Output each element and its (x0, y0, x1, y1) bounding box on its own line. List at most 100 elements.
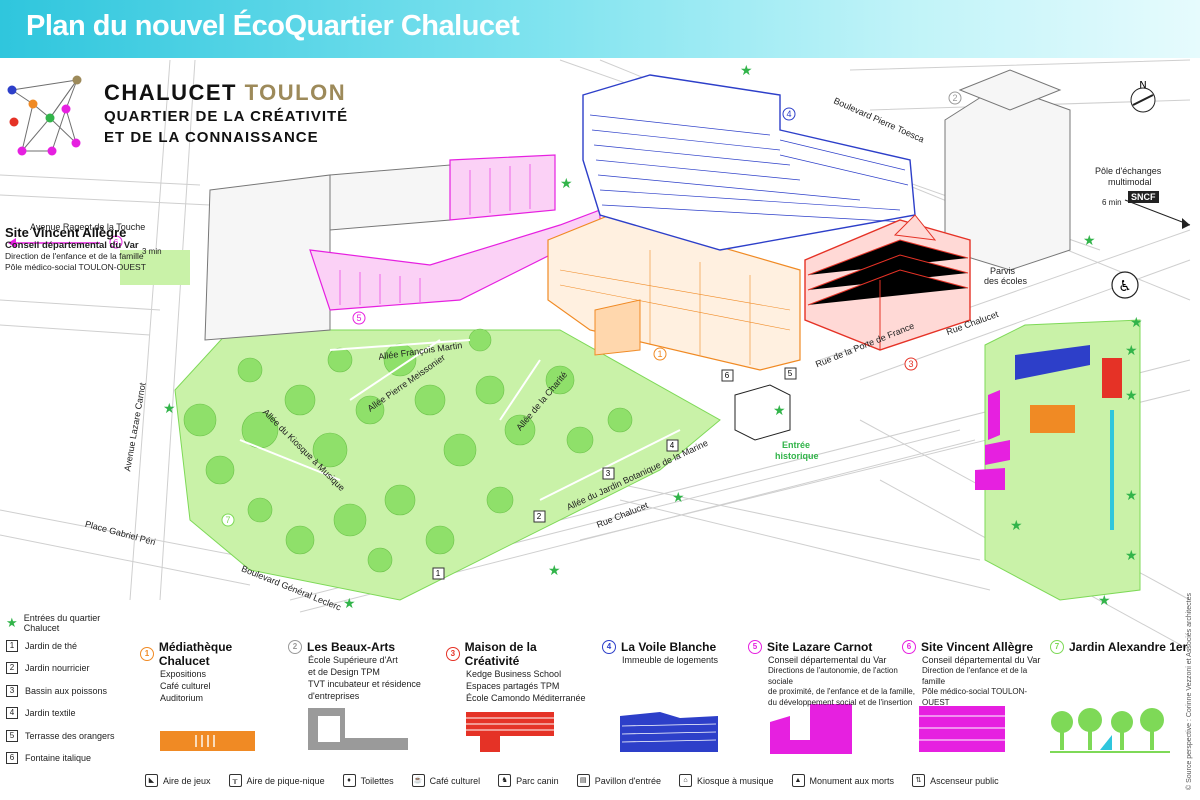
legend-garden-item: 6 Fontaine italique (6, 747, 136, 770)
site-va-sub: Conseil départemental du Var (5, 240, 139, 251)
building-line: d'entreprises (308, 691, 360, 701)
legend-garden-item: 1 Jardin de thé (6, 635, 136, 658)
entrance-star-icon: ★ (1098, 593, 1111, 609)
chalucet-logo-icon (7, 75, 82, 156)
label-walk-6min: 6 min (1102, 198, 1122, 207)
entrance-star-icon: ★ (1125, 343, 1138, 359)
legend-garden-item: 3 Bassin aux poissons (6, 680, 136, 703)
svg-text:2: 2 (537, 512, 542, 521)
label-avenue-rageot: Avenue Rageot de la Touche (30, 222, 146, 232)
legend-icon-item: ♦Toilettes (342, 774, 394, 787)
legend-icons-row: ◣Aire de jeux ╥Aire de pique-nique ♦Toil… (145, 774, 1017, 787)
legend-garden-item: 4 Jardin textile (6, 702, 136, 725)
entrance-star-icon: ★ (560, 176, 573, 192)
logo-title: CHALUCET TOULON (104, 80, 348, 106)
icon-label: Ascenseur public (930, 775, 999, 786)
building-line: Immeuble de logements (622, 655, 719, 665)
legend-icon-item: ▲Monument aux morts (791, 774, 894, 787)
building-line: Auditorium (160, 693, 204, 703)
svg-text:5: 5 (788, 369, 793, 378)
building-line: et de Design TPM (308, 667, 380, 677)
icon-label: Kiosque à musique (696, 775, 774, 786)
building-title: Site Vincent Allègre (921, 640, 1034, 654)
legend: ★ Entrées du quartier Chalucet 1 Jardin … (0, 612, 1200, 800)
entrance-star-icon: ★ (1130, 315, 1143, 331)
garden-label: Jardin de thé (25, 640, 78, 651)
garden-number: 2 (6, 662, 18, 675)
label-pole-echanges: Pôle d'échanges (1095, 166, 1162, 176)
svg-text:1: 1 (657, 349, 662, 359)
picnic-icon: ╥ (228, 774, 242, 787)
label-entree: Entrée (782, 440, 811, 450)
maison-creativite-building (804, 214, 971, 351)
header-banner: Plan du nouvel ÉcoQuartier Chalucet (0, 0, 1200, 58)
label-parvis: Parvis (990, 266, 1016, 276)
sncf-direction-arrow (1124, 199, 1191, 229)
svg-text:5: 5 (356, 313, 361, 323)
building-title: Maison de la Créativité (464, 640, 537, 668)
building-number: 3 (446, 647, 460, 661)
legend-icon-item: ♞Parc canin (498, 774, 559, 787)
garden-number: 3 (6, 684, 18, 697)
page-title: Plan du nouvel ÉcoQuartier Chalucet (26, 10, 520, 42)
building-title: Jardin Alexandre 1er (1069, 640, 1188, 654)
entrance-star-icon: ★ (773, 403, 786, 419)
building-number: 5 (748, 640, 762, 654)
site-lazare-carnot-building (309, 154, 601, 311)
dog-park-icon: ♞ (498, 774, 512, 787)
entrance-star-icon: ★ (6, 615, 18, 631)
entrance-pavilion-icon: ▤ (576, 774, 590, 787)
svg-text:1: 1 (436, 569, 441, 578)
label-historique: historique (775, 451, 819, 461)
garden-label: Bassin aux poissons (25, 685, 108, 696)
garden-number: 1 (6, 639, 18, 652)
building-line: de proximité, de l'enfance et de la fami… (768, 687, 915, 696)
building-line: du développement social et de l'insertio… (768, 697, 913, 707)
building-number: 4 (602, 640, 616, 654)
building-number: 7 (1050, 640, 1064, 654)
accessibility-icon: ♿ (1111, 271, 1139, 299)
svg-text:3: 3 (606, 469, 611, 478)
entrance-star-icon: ★ (1125, 488, 1138, 504)
svg-text:7: 7 (225, 515, 230, 525)
mini-plan (975, 319, 1141, 601)
svg-text:♿: ♿ (1118, 277, 1131, 295)
svg-text:6: 6 (114, 238, 119, 247)
jardin-alexandre-area (120, 250, 721, 601)
building-title: Site Lazare Carnot (767, 640, 873, 654)
legend-entrances-label: Entrées du quartier Chalucet (23, 613, 101, 634)
svg-text:4: 4 (786, 109, 791, 119)
building-title: Les Beaux-Arts (307, 640, 396, 654)
icon-label: Toilettes (360, 775, 394, 786)
entrance-star-icon: ★ (672, 490, 685, 506)
building-line: École Camondo Méditerranée (466, 693, 586, 703)
legend-icon-item: ⌂Kiosque à musique (678, 774, 774, 787)
building-line: Espaces partagés TPM (466, 681, 560, 691)
entrance-star-icon: ★ (1125, 548, 1138, 564)
legend-gardens: ★ Entrées du quartier Chalucet 1 Jardin … (6, 612, 136, 770)
entrance-star-icon: ★ (1010, 518, 1023, 534)
sncf-logo: SNCF (1128, 191, 1159, 203)
building-line: Kedge Business School (466, 669, 562, 679)
svg-text:2: 2 (952, 93, 957, 103)
garden-label: Jardin nourricier (25, 663, 90, 674)
icon-label: Café culturel (429, 775, 481, 786)
entrance-star-icon: ★ (548, 563, 561, 579)
garden-label: Terrasse des orangers (25, 730, 115, 741)
building-number: 6 (902, 640, 916, 654)
site-va-line2: Pôle médico-social TOULON-OUEST (5, 262, 146, 272)
garden-number: 5 (6, 729, 18, 742)
entrance-star-icon: ★ (163, 401, 176, 417)
building-line: Conseil départemental du Var (768, 655, 887, 665)
site-vincent-allegre-label: Site Vincent Allègre Conseil département… (5, 225, 155, 273)
existing-buildings (204, 69, 1071, 441)
svg-text:3: 3 (908, 359, 913, 369)
entrance-stars: ★ ★ ★ ★ ★ ★ ★ ★ ★ ★ ★ ★ ★ ★ ★ (163, 63, 1143, 612)
cafe-icon: ☕ (411, 774, 425, 787)
north-arrow-icon: N (1130, 80, 1156, 113)
war-memorial-icon: ▲ (791, 774, 805, 787)
